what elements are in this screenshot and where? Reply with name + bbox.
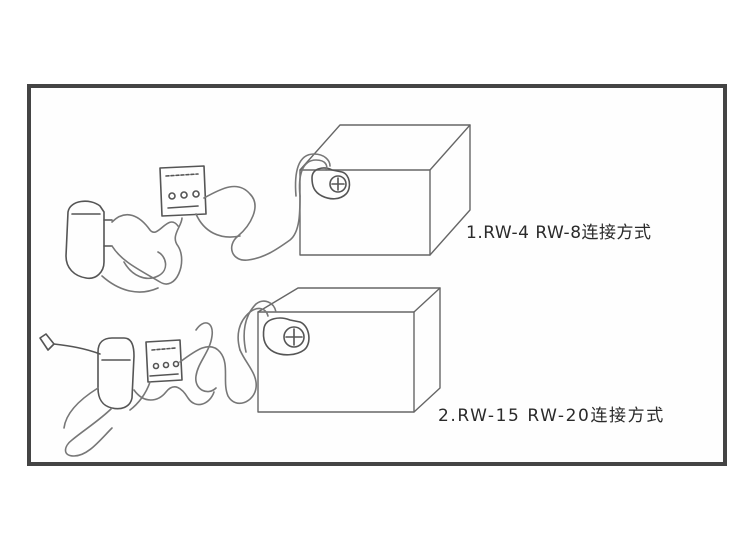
power-adapter-1 <box>65 200 113 280</box>
wave-pump-1 <box>311 167 351 200</box>
power-plug-2 <box>39 333 101 355</box>
diagram-frame <box>27 84 727 466</box>
wave-pump-2 <box>262 317 310 356</box>
setup-1-label: 1.RW-4 RW-8连接方式 <box>466 223 652 243</box>
cables-2 <box>63 300 277 457</box>
cables-1 <box>101 153 331 293</box>
pump-controller-1 <box>159 165 207 217</box>
pump-controller-2 <box>145 339 183 383</box>
power-adapter-2 <box>97 337 135 410</box>
setup-1-illustration <box>65 124 471 293</box>
aquarium-tank-2 <box>257 287 441 413</box>
setup-2-illustration <box>39 287 441 457</box>
aquarium-tank-1 <box>299 124 471 256</box>
setup-2-label: 2.RW-15 RW-20连接方式 <box>438 406 665 426</box>
